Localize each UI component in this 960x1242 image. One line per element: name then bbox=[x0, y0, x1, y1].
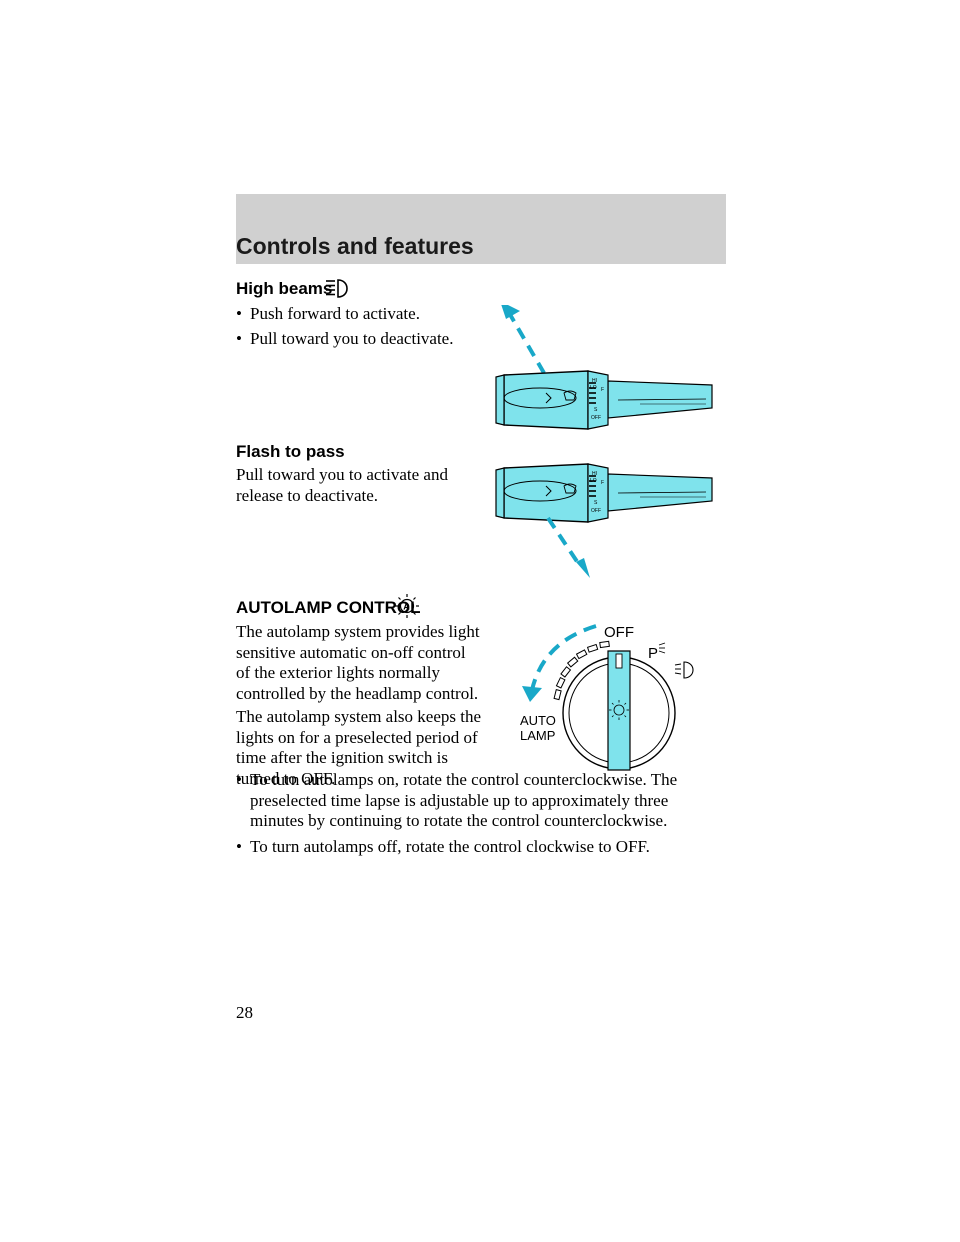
autolamp-para-2: The autolamp system also keeps the light… bbox=[236, 707, 482, 788]
list-item: • Pull toward you to deactivate. bbox=[236, 329, 454, 348]
off-label: OFF bbox=[604, 624, 634, 641]
autolamp-heading: AUTOLAMP CONTROL bbox=[236, 598, 421, 617]
parking-lamp-icon bbox=[658, 642, 666, 654]
svg-text:OFF: OFF bbox=[591, 415, 601, 421]
push-direction-arrow bbox=[501, 305, 520, 319]
svg-text:OFF: OFF bbox=[591, 508, 601, 514]
autolamp-para-1: The autolamp system provides light sensi… bbox=[236, 622, 480, 703]
headlamp-control-figure: OFF P AUTO LAMP bbox=[520, 624, 694, 771]
autolamp-icon: A bbox=[395, 594, 419, 618]
svg-text:S: S bbox=[594, 500, 598, 506]
rotation-direction-arrow bbox=[522, 686, 542, 702]
page-number: 28 bbox=[236, 1003, 253, 1022]
svg-text:F: F bbox=[601, 480, 604, 486]
knob-pointer bbox=[615, 653, 623, 669]
list-item: • To turn autolamps on, rotate the contr… bbox=[236, 770, 678, 830]
knob-grip bbox=[607, 650, 631, 771]
svg-text:F: F bbox=[601, 387, 604, 393]
parking-label: P bbox=[648, 645, 658, 662]
svg-text:HI: HI bbox=[592, 378, 597, 384]
svg-text:HI: HI bbox=[592, 471, 597, 477]
flash-to-pass-heading: Flash to pass bbox=[236, 442, 345, 461]
pull-direction-line bbox=[546, 516, 582, 568]
pull-direction-arrow bbox=[576, 558, 590, 578]
position-detents bbox=[553, 640, 610, 701]
svg-text:S: S bbox=[594, 407, 598, 413]
rotation-direction-line bbox=[530, 624, 597, 691]
flash-to-pass-stalk-figure: HI LO F S OFF bbox=[495, 463, 713, 578]
push-direction-line bbox=[506, 309, 546, 375]
lamp-label: LAMP bbox=[520, 728, 555, 743]
high-beams-heading: High beams bbox=[236, 279, 333, 298]
high-beam-stalk-figure: HI LO F S OFF bbox=[495, 305, 713, 430]
svg-text:LO: LO bbox=[590, 385, 597, 391]
auto-label: AUTO bbox=[520, 713, 556, 728]
headlamp-on-icon bbox=[674, 661, 694, 679]
flash-to-pass-text: Pull toward you to activate and release … bbox=[236, 465, 448, 505]
page-title: Controls and features bbox=[236, 233, 474, 259]
svg-text:LO: LO bbox=[590, 478, 597, 484]
high-beam-icon bbox=[326, 279, 348, 298]
list-item: • To turn autolamps off, rotate the cont… bbox=[236, 837, 650, 856]
svg-text:A: A bbox=[403, 602, 410, 612]
list-item: • Push forward to activate. bbox=[236, 304, 420, 323]
header-band bbox=[236, 194, 726, 264]
knob-autolamp-icon bbox=[609, 700, 629, 720]
